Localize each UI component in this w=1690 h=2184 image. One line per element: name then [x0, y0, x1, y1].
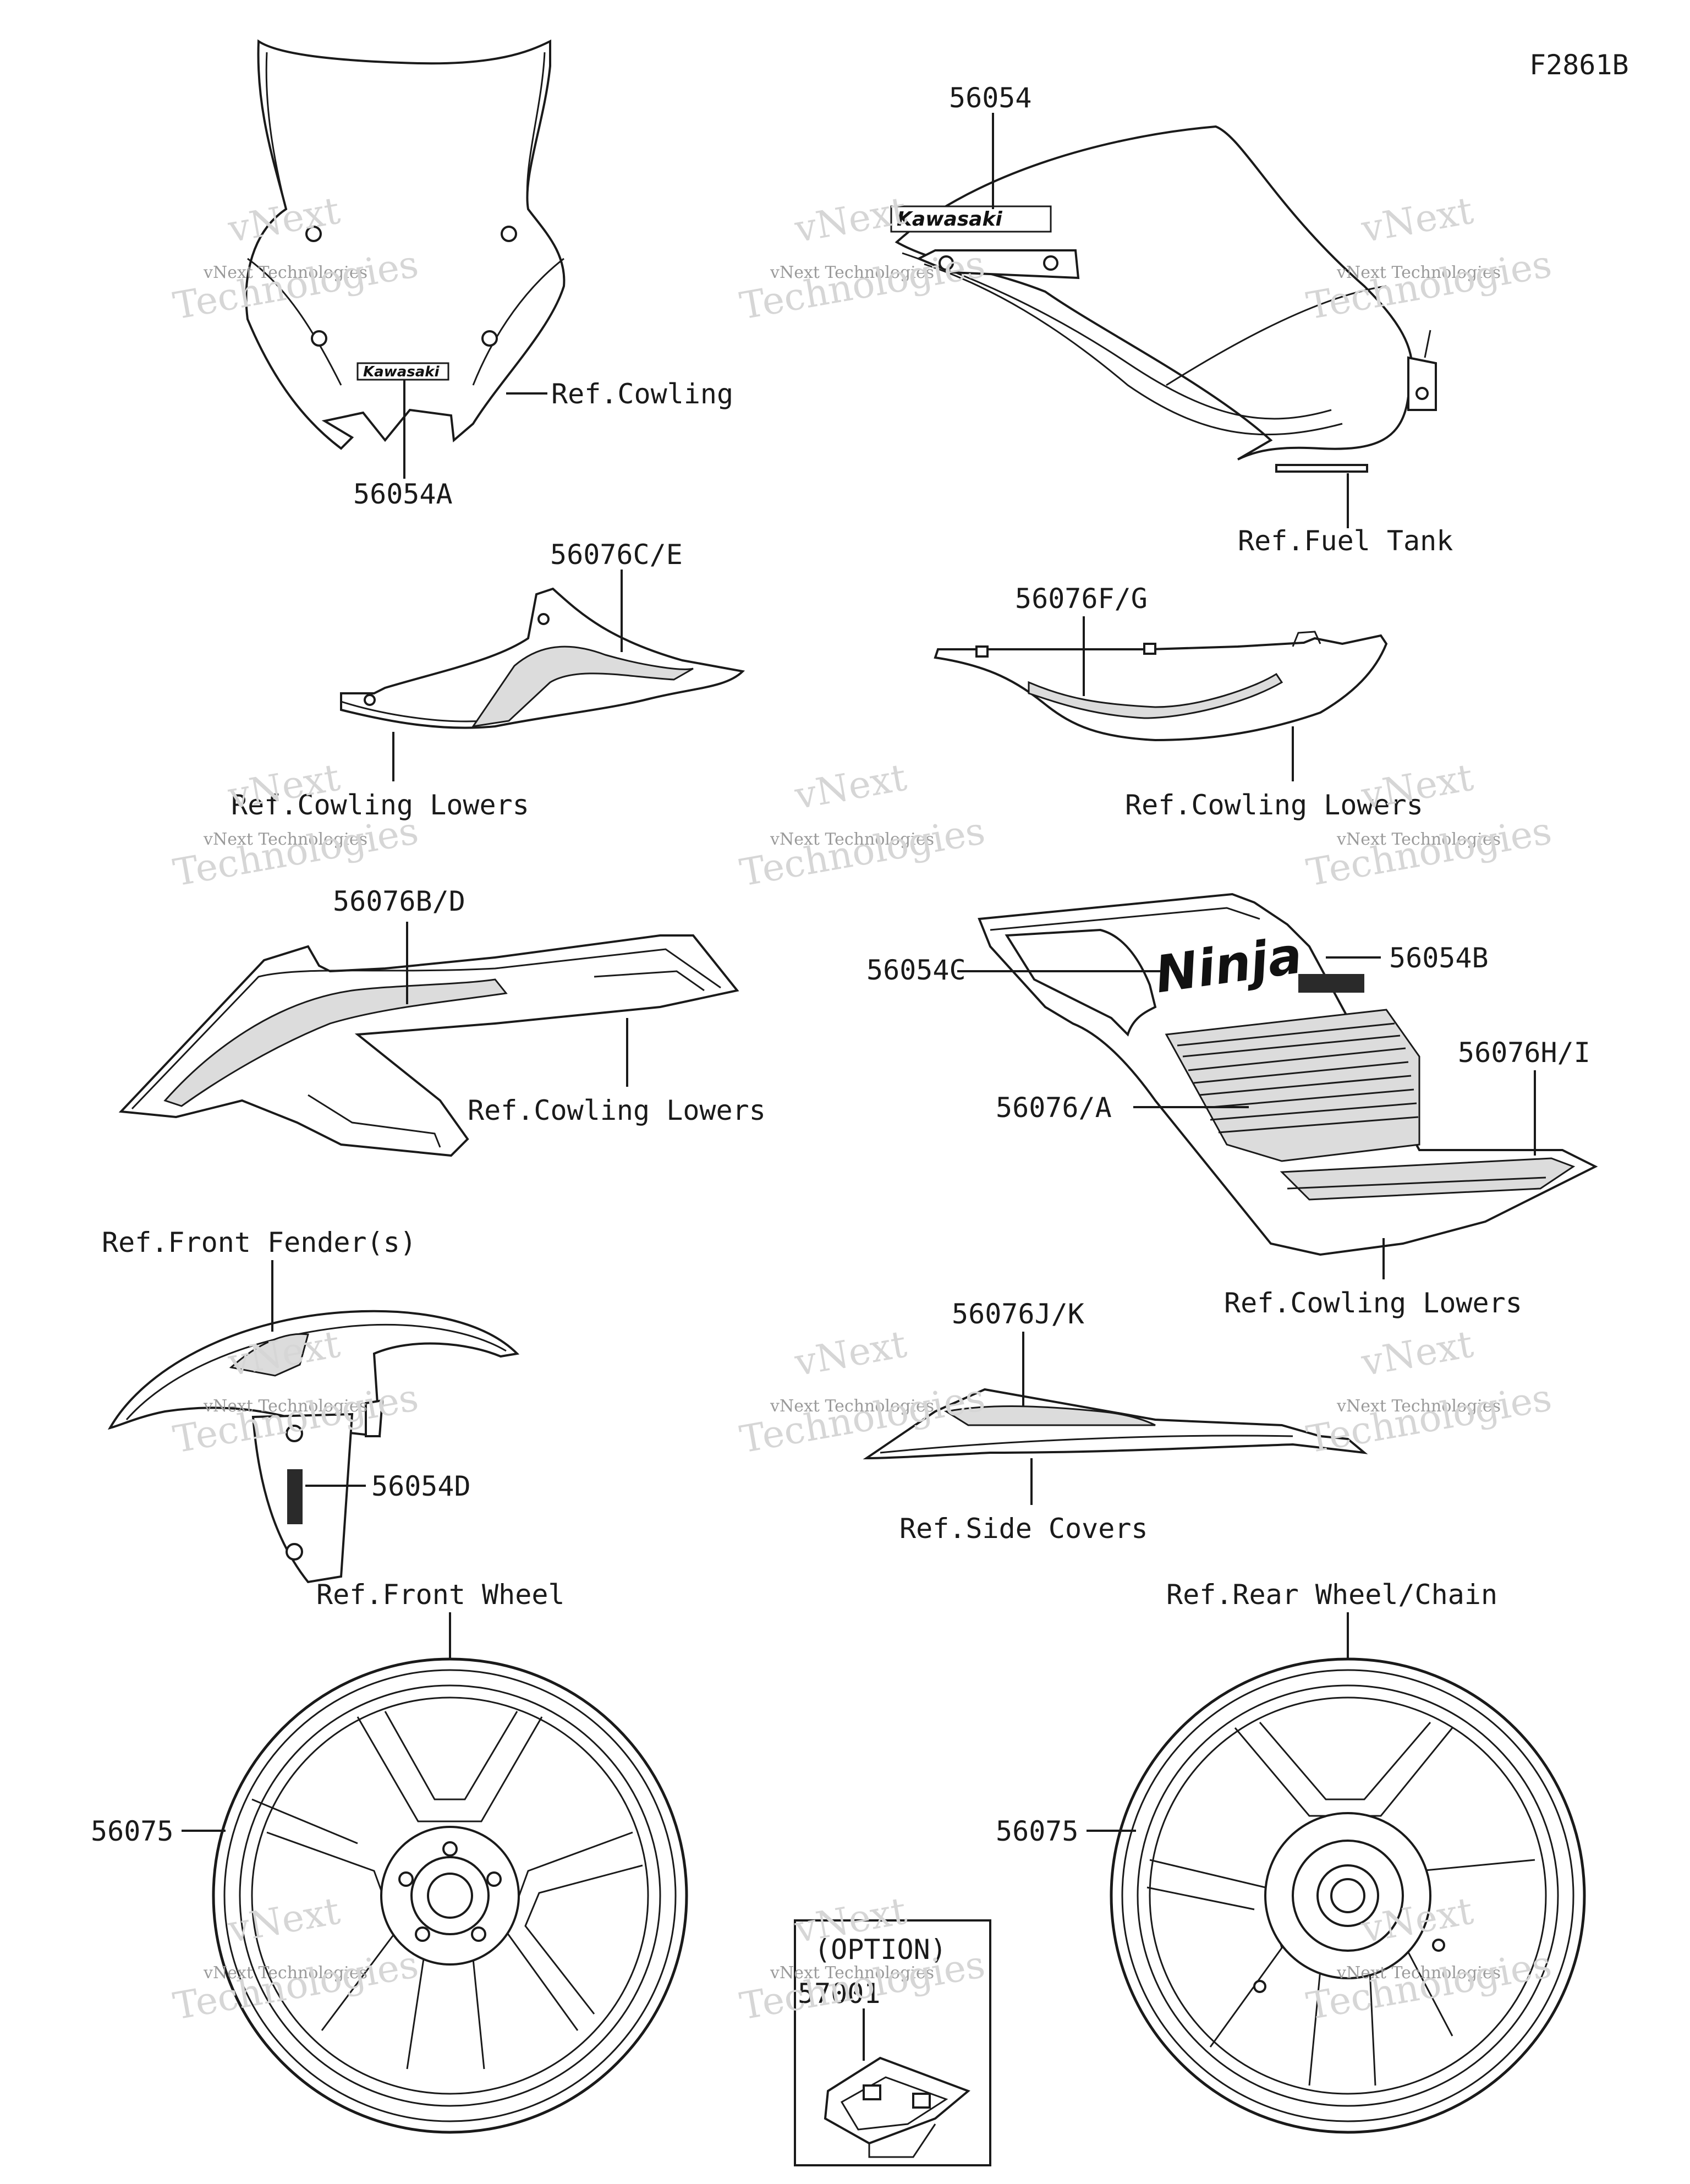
- label-ref-cowling-lowers-1: Ref.Cowling Lowers: [231, 789, 529, 821]
- label-ref-front-wheel: Ref.Front Wheel: [316, 1579, 565, 1611]
- label-ref-side-covers: Ref.Side Covers: [899, 1513, 1148, 1545]
- svg-text:Technologies: Technologies: [1303, 809, 1555, 895]
- front-fender-drawing: [107, 1310, 520, 1584]
- svg-text:vNext Technologies: vNext Technologies: [770, 830, 934, 849]
- label-56076-A: 56076/A: [996, 1092, 1112, 1124]
- rear-wheel-drawing: [1110, 1657, 1586, 2134]
- label-56076C-E: 56076C/E: [550, 539, 683, 571]
- svg-text:vNext: vNext: [1358, 1323, 1476, 1385]
- side-cover-drawing: [863, 1388, 1368, 1460]
- label-56076H-I: 56076H/I: [1458, 1037, 1590, 1069]
- label-57001: 57001: [798, 1978, 881, 2010]
- label-56076F-G: 56076F/G: [1015, 583, 1148, 615]
- label-ref-fuel-tank: Ref.Fuel Tank: [1238, 525, 1453, 557]
- label-ref-cowling-lowers-3: Ref.Cowling Lowers: [468, 1094, 766, 1126]
- svg-text:Technologies: Technologies: [1303, 1376, 1555, 1462]
- svg-text:vNext Technologies: vNext Technologies: [203, 263, 367, 282]
- label-56076J-K: 56076J/K: [952, 1298, 1084, 1330]
- svg-text:vNext Technologies: vNext Technologies: [1336, 1397, 1501, 1416]
- svg-text:vNext: vNext: [791, 756, 909, 818]
- watermark-5: vNext vNext Technologies Technologies: [737, 756, 988, 895]
- svg-text:vNext: vNext: [791, 1323, 909, 1385]
- label-option: (OPTION): [814, 1934, 947, 1966]
- svg-text:vNext Technologies: vNext Technologies: [1336, 830, 1501, 849]
- label-ref-rear-wheel-chain: Ref.Rear Wheel/Chain: [1166, 1579, 1497, 1611]
- option-box: (OPTION) 57001: [794, 1919, 991, 2166]
- label-56076B-D: 56076B/D: [333, 885, 465, 917]
- label-ref-cowling-lowers-2: Ref.Cowling Lowers: [1125, 789, 1423, 821]
- fairing-left-drawing: [118, 934, 739, 1157]
- watermark-3: vNext vNext Technologies Technologies: [1303, 189, 1555, 329]
- kawasaki-decal-tank: Kawasaki: [897, 208, 1002, 231]
- svg-text:vNext Technologies: vNext Technologies: [770, 263, 934, 282]
- label-ref-front-fenders: Ref.Front Fender(s): [102, 1227, 416, 1258]
- svg-text:vNext: vNext: [1358, 756, 1476, 818]
- svg-text:vNext Technologies: vNext Technologies: [1336, 263, 1501, 282]
- watermark-6: vNext vNext Technologies Technologies: [1303, 756, 1555, 895]
- fuel-tank-drawing: Kawasaki: [890, 125, 1437, 473]
- cowling-lower-c-e-drawing: [340, 587, 745, 729]
- svg-text:Technologies: Technologies: [737, 243, 988, 329]
- svg-text:vNext Technologies: vNext Technologies: [770, 1963, 934, 1983]
- figure-id: F2861B: [1529, 49, 1629, 81]
- watermark-9: vNext vNext Technologies Technologies: [1303, 1323, 1555, 1462]
- label-56054C: 56054C: [866, 954, 966, 986]
- cowling-lower-f-g-drawing: [934, 631, 1388, 742]
- label-56054D: 56054D: [371, 1470, 471, 1502]
- svg-text:vNext: vNext: [1358, 189, 1476, 251]
- watermark-4: vNext vNext Technologies Technologies: [170, 756, 421, 895]
- front-wheel-drawing: [212, 1657, 688, 2134]
- svg-text:vNext Technologies: vNext Technologies: [203, 830, 367, 849]
- svg-text:vNext Technologies: vNext Technologies: [203, 1397, 367, 1416]
- kawasaki-decal-windshield: Kawasaki: [363, 364, 440, 380]
- label-56054A: 56054A: [353, 478, 453, 510]
- svg-text:Technologies: Technologies: [170, 809, 421, 895]
- svg-text:Technologies: Technologies: [737, 809, 988, 895]
- label-56054: 56054: [949, 82, 1032, 114]
- svg-text:Technologies: Technologies: [1303, 243, 1555, 329]
- windshield-drawing: Kawasaki: [245, 39, 566, 450]
- option-clip-drawing: [824, 2056, 970, 2158]
- label-56075-rear: 56075: [996, 1815, 1079, 1847]
- svg-text:vNext Technologies: vNext Technologies: [770, 1397, 934, 1416]
- label-ref-cowling: Ref.Cowling: [551, 378, 733, 410]
- label-ref-cowling-lowers-4: Ref.Cowling Lowers: [1224, 1287, 1522, 1319]
- svg-text:vNext Technologies: vNext Technologies: [1336, 1963, 1501, 1983]
- side-panel-ninja-drawing: Ninja: [978, 893, 1598, 1256]
- svg-text:vNext: vNext: [791, 189, 909, 251]
- svg-text:vNext Technologies: vNext Technologies: [203, 1963, 367, 1983]
- label-56054B: 56054B: [1389, 942, 1489, 974]
- label-56075-front: 56075: [91, 1815, 174, 1847]
- ninja-stripes: [1177, 1022, 1419, 1134]
